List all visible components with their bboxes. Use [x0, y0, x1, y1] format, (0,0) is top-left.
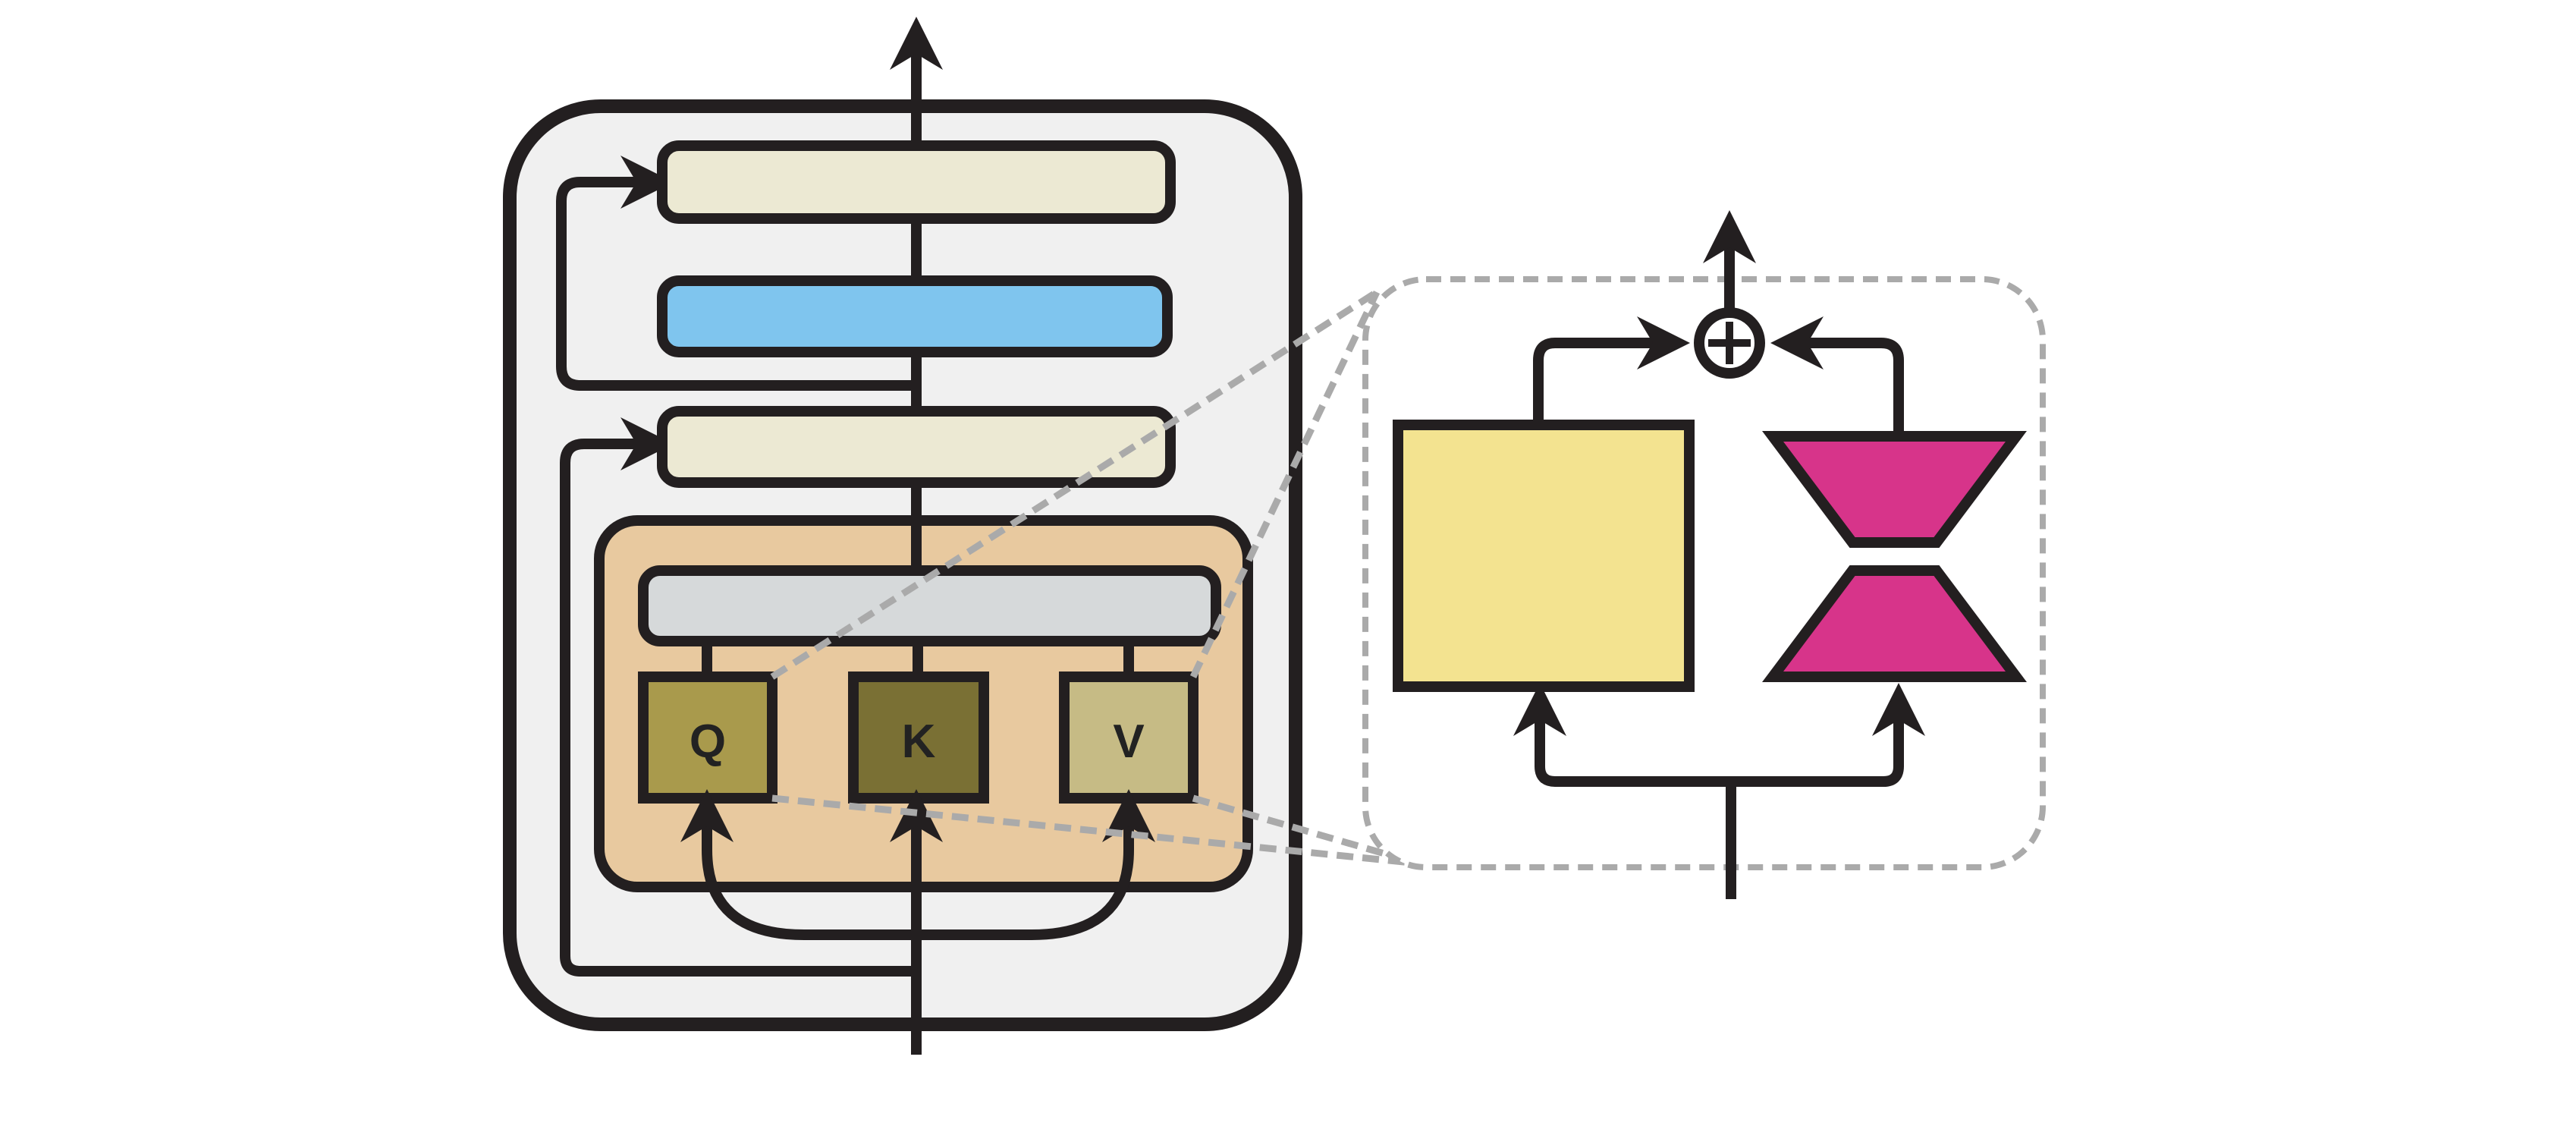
feed-forward-layer: [657, 275, 1173, 357]
zoom-guide-q-bottom: [771, 794, 1419, 867]
frozen-weight-matrix: [1393, 420, 1695, 692]
sum-node: [1694, 307, 1765, 379]
norm-layer-bottom: [657, 406, 1176, 488]
lora-input-branch-right: [1731, 683, 1925, 787]
k-label: K: [902, 716, 936, 768]
input-to-v-arrow: [916, 789, 1155, 940]
lora-detail: [1362, 210, 2046, 899]
residual-skip-lower: [560, 417, 916, 977]
lora-down-projection: [1762, 565, 2027, 682]
v-label: V: [1113, 716, 1144, 768]
zoom-guide-v-bottom: [1192, 794, 1420, 867]
input-to-q-arrow: [680, 789, 916, 940]
residual-skip-upper: [556, 156, 916, 391]
q-projection: Q: [638, 672, 778, 804]
adapter-to-sum-arrow: [1770, 316, 1904, 436]
weight-to-sum-arrow: [1533, 316, 1690, 425]
attention-output-layer: [638, 565, 1221, 646]
q-label: Q: [690, 716, 726, 768]
zoom-guide-v-top: [1189, 291, 1381, 678]
norm-layer-top: [657, 140, 1176, 224]
zoom-guide-q-top: [770, 289, 1379, 680]
v-projection: V: [1059, 672, 1198, 804]
k-projection: K: [848, 672, 989, 804]
lora-input-branch-left: [1513, 683, 1731, 787]
lora-up-projection: [1762, 431, 2027, 548]
transformer-block: Q K V: [503, 17, 1302, 1055]
zoom-guides: [770, 289, 1420, 867]
